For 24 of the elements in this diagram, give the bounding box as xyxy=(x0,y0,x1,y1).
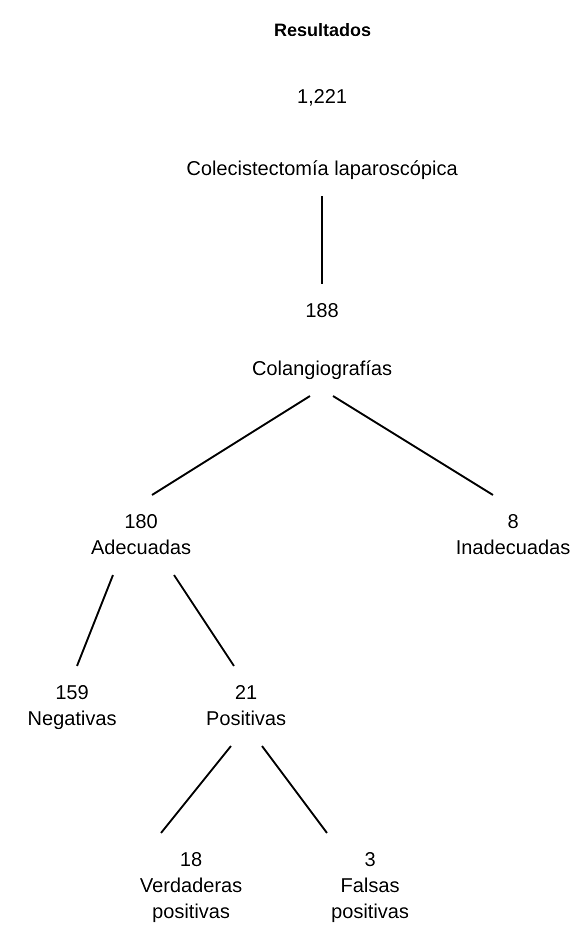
category-label: Colangiografías xyxy=(252,357,392,382)
count-label: 1,221 xyxy=(296,85,348,110)
title: Resultados xyxy=(272,20,372,41)
count-label: 8 xyxy=(507,510,519,535)
category-label: Positivas xyxy=(206,707,286,732)
count-label: 188 xyxy=(305,299,339,324)
category-label: Negativas xyxy=(28,707,116,732)
category-label: Adecuadas xyxy=(90,536,192,561)
category-label: Inadecuadas xyxy=(456,536,570,561)
connector-line xyxy=(151,395,311,496)
count-label: 18 xyxy=(180,848,202,873)
category-label: Verdaderas positivas xyxy=(138,874,244,925)
category-label: Colecistectomía laparoscópica xyxy=(186,157,458,182)
connector-line xyxy=(261,745,328,834)
connector-line xyxy=(321,196,323,284)
count-label: 3 xyxy=(364,848,376,873)
count-label: 159 xyxy=(55,681,89,706)
connector-line xyxy=(160,745,232,834)
connector-line xyxy=(173,574,235,667)
connector-line xyxy=(332,395,494,496)
count-label: 21 xyxy=(234,681,258,706)
count-label: 180 xyxy=(124,510,158,535)
category-label: Falsas positivas xyxy=(330,874,410,925)
connector-line xyxy=(76,574,114,666)
